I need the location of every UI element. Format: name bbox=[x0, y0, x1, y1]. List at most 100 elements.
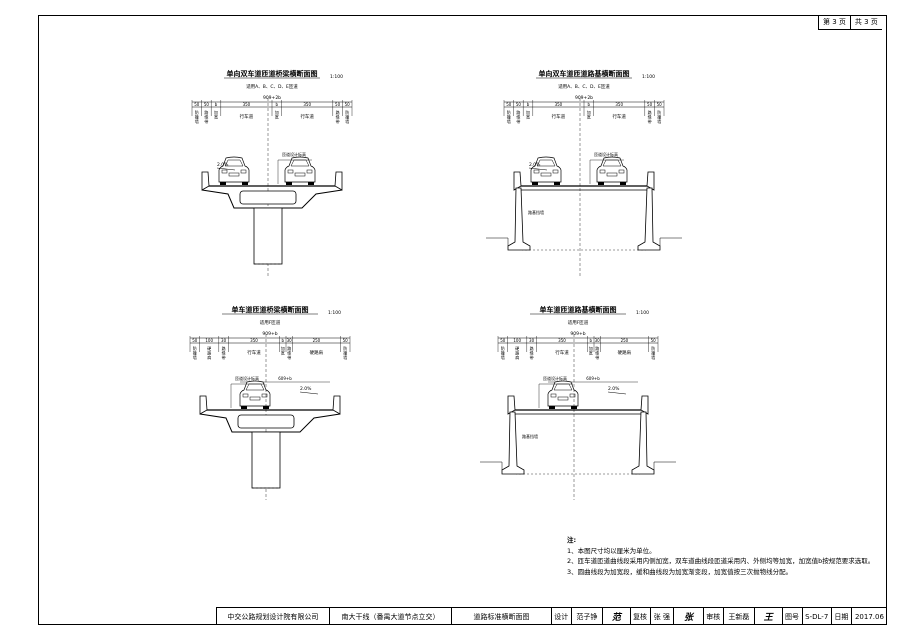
width-value: 50 bbox=[647, 102, 653, 107]
retaining-wall-left bbox=[501, 411, 525, 475]
width-value: 350 bbox=[250, 338, 258, 343]
car-lamp bbox=[599, 169, 606, 174]
checker-signature: 张 bbox=[674, 608, 704, 625]
lane-label: 行车道 bbox=[240, 113, 254, 120]
car-wheel bbox=[554, 182, 560, 185]
width-value: b bbox=[588, 102, 591, 107]
section-applies: 适用A、B、C、D、E匝道 bbox=[558, 83, 610, 90]
slope-arrow bbox=[299, 391, 319, 395]
girder-cell bbox=[237, 414, 295, 429]
elevation-label: 匝道设计标高 bbox=[282, 151, 306, 157]
car-plate bbox=[249, 396, 261, 401]
lane-label: 行车道 bbox=[247, 349, 261, 356]
width-value: 50 bbox=[194, 102, 200, 107]
lane-label: 路缘带 bbox=[530, 345, 534, 360]
subgrade bbox=[509, 413, 647, 475]
width-value: 100 bbox=[513, 338, 521, 343]
lane-label: 加宽 bbox=[281, 345, 285, 356]
width-value: 250 bbox=[621, 338, 629, 343]
lane-label: 防撞墙 bbox=[345, 109, 349, 124]
car-plate bbox=[228, 172, 240, 177]
girder-cell bbox=[239, 190, 297, 205]
width-value: 50 bbox=[500, 338, 506, 343]
width-value: 50 bbox=[506, 102, 512, 107]
width-value: 30 bbox=[287, 338, 293, 343]
car-lamp bbox=[240, 169, 247, 174]
car-lamp bbox=[569, 393, 576, 398]
date-label: 日期 bbox=[832, 608, 852, 625]
barrier-left bbox=[513, 171, 522, 191]
width-value: 350 bbox=[303, 102, 311, 107]
car-wheel bbox=[549, 406, 555, 409]
width-value: 30 bbox=[595, 338, 601, 343]
section-scale: 1:100 bbox=[642, 74, 655, 80]
lane-label: 防撞墙 bbox=[507, 109, 511, 124]
reviewer-signature: 王 bbox=[755, 608, 783, 625]
car-lamp bbox=[261, 393, 268, 398]
designer-signature: 范 bbox=[603, 608, 631, 625]
lane-label: 行车道 bbox=[612, 113, 626, 120]
lane-label: 路缘带 bbox=[648, 109, 652, 124]
slope-arrow bbox=[607, 391, 627, 395]
total-width: 909+b bbox=[262, 331, 277, 337]
slope-label: 2.0% bbox=[529, 162, 541, 168]
width-value: 100 bbox=[205, 338, 213, 343]
lane-label: 加宽 bbox=[526, 109, 530, 120]
lane-label: 加宽 bbox=[275, 109, 279, 120]
lane-label: 加宽 bbox=[589, 345, 593, 356]
section-applies: 适用A、B、C、D、E匝道 bbox=[246, 83, 298, 90]
retaining-wall-right bbox=[631, 411, 655, 475]
width-value: b bbox=[527, 102, 530, 107]
car-wheel bbox=[532, 182, 538, 185]
lane-label: 加宽 bbox=[214, 109, 218, 120]
lane-label: 硬路肩 bbox=[310, 349, 324, 356]
drawing-frame bbox=[38, 15, 887, 625]
car-lamp bbox=[533, 169, 540, 174]
car-wheel bbox=[571, 406, 577, 409]
barrier-left bbox=[199, 395, 208, 415]
car-lamp bbox=[287, 169, 294, 174]
total-width: 909+b bbox=[570, 331, 585, 337]
sub-width: 609+b bbox=[586, 376, 600, 381]
car-window bbox=[224, 159, 244, 167]
section-scale: 1:100 bbox=[328, 310, 341, 316]
note-item: 1、本图尺寸均以厘米为单位。 bbox=[567, 546, 656, 555]
slope-arrow bbox=[528, 167, 548, 171]
width-value: 50 bbox=[204, 102, 210, 107]
lane-label: 硬路肩 bbox=[618, 349, 632, 356]
review-label: 审核 bbox=[704, 608, 724, 625]
car-plate bbox=[557, 396, 569, 401]
car-lamp bbox=[221, 169, 228, 174]
subgrade bbox=[515, 189, 653, 251]
width-value: 50 bbox=[192, 338, 198, 343]
elevation-label: 匝道设计标高 bbox=[543, 375, 567, 381]
width-value: b bbox=[276, 102, 279, 107]
pier bbox=[251, 431, 281, 489]
width-value: 50 bbox=[657, 102, 663, 107]
section-title: 单向双车道匝道桥梁横断面图 bbox=[227, 69, 318, 78]
width-value: b bbox=[282, 338, 285, 343]
lane-label: 防撞墙 bbox=[193, 345, 197, 360]
car-lamp bbox=[306, 169, 313, 174]
slope-label: 2.0% bbox=[217, 162, 229, 168]
width-value: 350 bbox=[615, 102, 623, 107]
car-wheel bbox=[241, 406, 247, 409]
pier bbox=[253, 207, 283, 265]
lane-label: 路缘带 bbox=[287, 345, 291, 360]
barrier-right bbox=[646, 171, 655, 191]
note-item: 3、圆曲线段为加宽段，缓和曲线段为加宽渐变段，加宽值按三次抛物线分配。 bbox=[567, 567, 793, 576]
width-value: 350 bbox=[558, 338, 566, 343]
lane-label: 路缘带 bbox=[516, 109, 520, 124]
width-value: 50 bbox=[651, 338, 657, 343]
elevation-label: 匝道设计标高 bbox=[594, 151, 618, 157]
notes-title: 注: bbox=[567, 536, 577, 544]
note-item: 2、匝车道匝道曲线段采用内侧加宽，双车道曲线段匝道采用内、外侧均等加宽，加宽值b… bbox=[567, 557, 875, 565]
width-value: b bbox=[215, 102, 218, 107]
car-wheel bbox=[598, 182, 604, 185]
check-label: 复核 bbox=[631, 608, 651, 625]
section-title: 单向双车道匝道路基横断面图 bbox=[539, 69, 630, 78]
car-plate bbox=[540, 172, 552, 177]
